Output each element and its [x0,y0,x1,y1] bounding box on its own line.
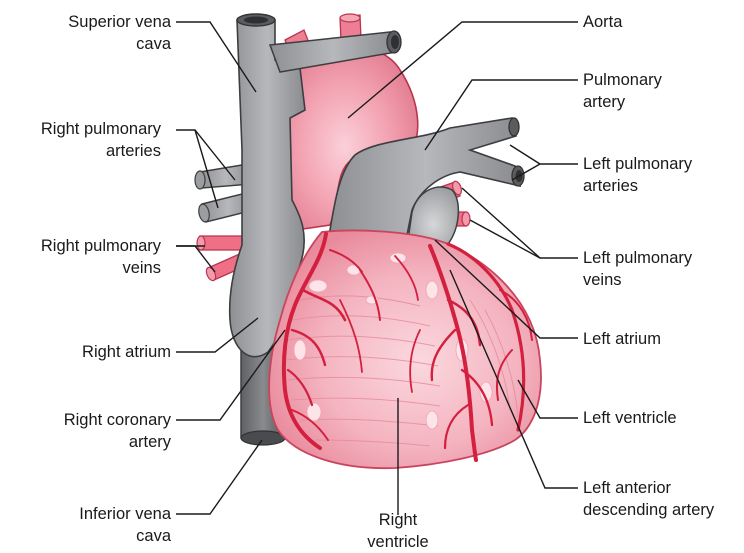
label-inferior-vena-cava: Inferior vena cava [79,503,171,547]
label-line: Right coronary [64,409,171,431]
label-superior-vena-cava: Superior vena cava [68,11,171,55]
label-line: Superior vena [68,11,171,33]
label-line: Pulmonary [583,69,662,91]
label-left-pulmonary-veins: Left pulmonary veins [583,247,692,291]
label-line: ventricle [348,531,448,553]
label-pulmonary-artery: Pulmonary artery [583,69,662,113]
label-line: descending artery [583,499,714,521]
label-line: artery [583,91,662,113]
label-line: cava [68,33,171,55]
label-left-anterior-descending-artery: Left anterior descending artery [583,477,714,521]
label-right-atrium: Right atrium [82,341,171,363]
label-right-pulmonary-veins: Right pulmonary veins [41,235,161,279]
label-line: Right [348,509,448,531]
label-right-coronary-artery: Right coronary artery [64,409,171,453]
label-line: arteries [41,140,161,162]
label-left-pulmonary-arteries: Left pulmonary arteries [583,153,692,197]
label-line: Right pulmonary [41,118,161,140]
label-line: Left atrium [583,328,661,350]
label-line: Right atrium [82,341,171,363]
label-right-pulmonary-arteries: Right pulmonary arteries [41,118,161,162]
label-line: Right pulmonary [41,235,161,257]
label-line: Inferior vena [79,503,171,525]
label-line: Left anterior [583,477,714,499]
label-line: veins [41,257,161,279]
ventricles-shape [269,231,541,469]
label-left-ventricle: Left ventricle [583,407,677,429]
label-line: artery [64,431,171,453]
label-line: arteries [583,175,692,197]
label-line: Left ventricle [583,407,677,429]
label-line: Left pulmonary [583,247,692,269]
label-right-ventricle: Right ventricle [348,509,448,553]
label-line: cava [79,525,171,547]
label-line: Left pulmonary [583,153,692,175]
label-line: Aorta [583,11,622,33]
label-line: veins [583,269,692,291]
label-aorta: Aorta [583,11,622,33]
label-left-atrium: Left atrium [583,328,661,350]
